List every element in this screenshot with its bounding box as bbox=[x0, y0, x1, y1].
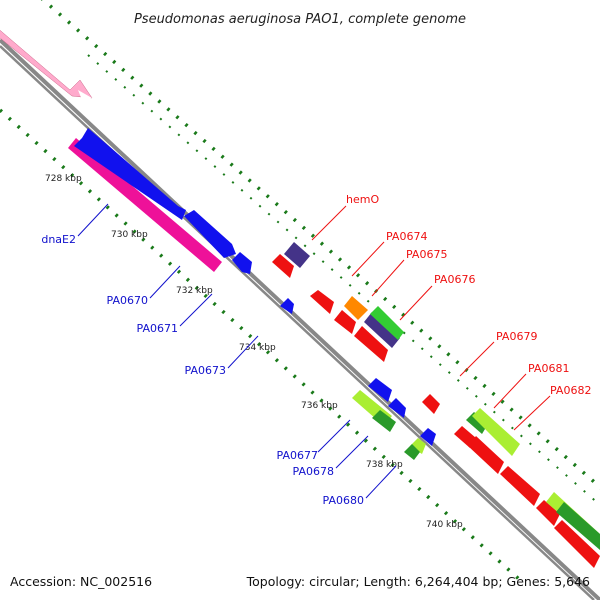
gene-arrow-blue-3[interactable] bbox=[232, 252, 252, 274]
backbone-outer bbox=[0, 38, 600, 600]
label-PA0675[interactable]: PA0675 bbox=[406, 248, 447, 261]
tick-740: 740 kbp bbox=[426, 520, 463, 530]
label-PA0682[interactable]: PA0682 bbox=[550, 384, 591, 397]
leader-PA0677 bbox=[317, 419, 351, 453]
outer-dotted-ring bbox=[40, 0, 600, 490]
dotted-grid bbox=[0, 0, 600, 582]
tick-736: 736 kbp bbox=[301, 401, 338, 411]
tick-728: 728 kbp bbox=[45, 174, 82, 184]
backbone bbox=[0, 38, 600, 600]
leader-PA0681 bbox=[493, 373, 527, 409]
label-PA0671[interactable]: PA0671 bbox=[137, 322, 178, 335]
leader-PA0675 bbox=[371, 259, 405, 297]
tick-labels: 728 kbp 730 kbp 732 kbp 734 kbp 736 kbp … bbox=[45, 174, 463, 530]
gene-arrow-navy-hemO[interactable] bbox=[284, 242, 310, 268]
leader-PA0674 bbox=[351, 241, 385, 277]
leader-PA0678 bbox=[335, 435, 369, 469]
label-PA0680[interactable]: PA0680 bbox=[323, 494, 364, 507]
gene-arrow-blue-2[interactable] bbox=[184, 210, 236, 258]
label-PA0674[interactable]: PA0674 bbox=[386, 230, 427, 243]
label-PA0676[interactable]: PA0676 bbox=[434, 273, 475, 286]
outer-dotted-ring-2 bbox=[87, 54, 600, 506]
label-PA0679[interactable]: PA0679 bbox=[496, 330, 537, 343]
label-PA0678[interactable]: PA0678 bbox=[293, 465, 334, 478]
gene-arrow-navy-2[interactable] bbox=[364, 312, 400, 348]
gene-arrow-blue-small-a[interactable] bbox=[280, 298, 294, 314]
label-PA0670[interactable]: PA0670 bbox=[107, 294, 148, 307]
gene-arrow-red-8[interactable] bbox=[500, 466, 540, 506]
leader-PA0679 bbox=[459, 341, 495, 377]
gene-arrow-lime-3[interactable] bbox=[472, 408, 520, 456]
gene-arrow-red-10[interactable] bbox=[554, 520, 600, 568]
leader-PA0673 bbox=[227, 335, 259, 369]
gene-arrow-blue-6[interactable] bbox=[420, 428, 436, 446]
gene-arrow-red-6[interactable] bbox=[454, 426, 476, 448]
gene-arrow-red-2[interactable] bbox=[310, 290, 334, 314]
gene-arrow-green-3[interactable] bbox=[404, 444, 420, 460]
leader-PA0671 bbox=[179, 293, 213, 327]
accession-text: Accession: NC_002516 bbox=[10, 574, 152, 589]
map-title: Pseudomonas aeruginosa PAO1, complete ge… bbox=[134, 12, 466, 27]
tick-738: 738 kbp bbox=[366, 460, 403, 470]
gene-arrow-blue-5[interactable] bbox=[388, 398, 406, 418]
gene-arrow-green-4[interactable] bbox=[466, 412, 488, 434]
leader-hemO bbox=[311, 205, 347, 241]
gene-arrow-green-1[interactable] bbox=[370, 306, 404, 340]
gene-arrow-lime-2[interactable] bbox=[410, 438, 426, 454]
gene-arrow-red-9[interactable] bbox=[536, 500, 560, 526]
tick-732: 732 kbp bbox=[176, 286, 213, 296]
leader-PA0680 bbox=[365, 465, 397, 499]
gene-arrow-blue-long[interactable] bbox=[74, 128, 186, 220]
tick-730: 730 kbp bbox=[111, 230, 148, 240]
gene-arrow-blue-4[interactable] bbox=[368, 378, 392, 402]
label-PA0681[interactable]: PA0681 bbox=[528, 362, 569, 375]
genome-summary-text: Topology: circular; Length: 6,264,404 bp… bbox=[246, 574, 590, 589]
leader-PA0676 bbox=[399, 285, 433, 321]
inner-dotted-ring bbox=[0, 108, 522, 582]
label-dnaE2[interactable]: dnaE2 bbox=[41, 233, 76, 246]
gene-arrow-red-7[interactable] bbox=[468, 436, 504, 474]
gene-arrow-red-3[interactable] bbox=[334, 310, 356, 334]
gene-arrow-magenta[interactable] bbox=[68, 138, 222, 272]
leader-dnaE2 bbox=[77, 203, 109, 237]
label-PA0677[interactable]: PA0677 bbox=[277, 449, 318, 462]
tick-734: 734 kbp bbox=[239, 343, 276, 353]
label-PA0673[interactable]: PA0673 bbox=[185, 364, 226, 377]
gene-arrow-red-1[interactable] bbox=[272, 254, 294, 278]
gene-arrows bbox=[0, 29, 600, 568]
leader-PA0682 bbox=[513, 395, 551, 431]
gene-arrow-pink-tip bbox=[78, 90, 92, 100]
leader-PA0670 bbox=[149, 265, 181, 299]
gene-labels: hemO PA0674 PA0675 PA0676 PA0679 PA0681 … bbox=[41, 193, 591, 507]
label-hemO[interactable]: hemO bbox=[346, 193, 379, 206]
gene-arrow-green-2[interactable] bbox=[372, 410, 396, 432]
gene-arrow-red-5[interactable] bbox=[422, 394, 440, 414]
gene-arrow-red-4[interactable] bbox=[354, 326, 388, 362]
leader-lines bbox=[77, 203, 551, 499]
gene-arrow-orange[interactable] bbox=[344, 296, 368, 320]
gene-arrow-green-5[interactable] bbox=[556, 502, 600, 550]
